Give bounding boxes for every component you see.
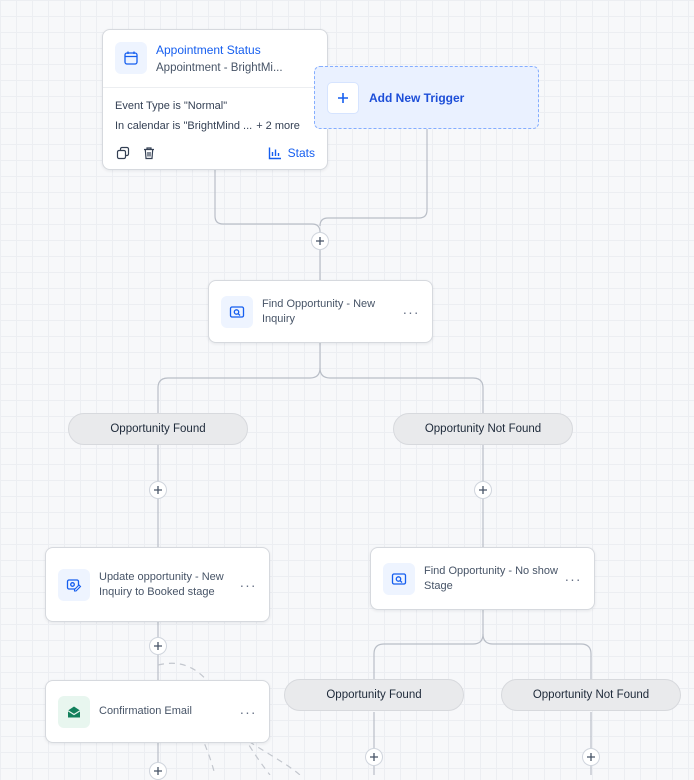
more-options-icon[interactable]: ··· [402, 303, 420, 320]
bar-chart-icon [268, 147, 281, 160]
add-step-button[interactable] [149, 481, 167, 499]
branch-opportunity-found[interactable]: Opportunity Found [68, 413, 248, 445]
trigger-condition: Event Type is "Normal" [115, 100, 228, 112]
action-label: Find Opportunity - New Inquiry [262, 297, 376, 325]
more-options-icon[interactable]: ··· [239, 576, 257, 593]
trigger-title: Appointment Status [156, 43, 261, 57]
action-label: Update opportunity - New Inquiry to Book… [99, 570, 224, 598]
add-step-button[interactable] [149, 762, 167, 780]
trigger-subtitle: Appointment - BrightMi... [156, 62, 283, 74]
action-label: Find Opportunity - No show Stage [424, 564, 558, 592]
find-opportunity-icon [221, 295, 253, 328]
update-opportunity-icon [58, 568, 90, 601]
more-conditions-link[interactable]: + 2 more [256, 120, 300, 132]
branch-opportunity-not-found[interactable]: Opportunity Not Found [393, 413, 573, 445]
stats-button[interactable]: Stats [268, 146, 315, 160]
calendar-icon [115, 42, 147, 74]
branch-opportunity-found[interactable]: Opportunity Found [284, 679, 464, 711]
plus-icon [316, 237, 324, 245]
branch-opportunity-not-found[interactable]: Opportunity Not Found [501, 679, 681, 711]
add-step-button[interactable] [582, 748, 600, 766]
add-step-button[interactable] [474, 481, 492, 499]
more-options-icon[interactable]: ··· [564, 570, 582, 587]
plus-icon [370, 753, 378, 761]
more-options-icon[interactable]: ··· [239, 703, 257, 720]
stats-label: Stats [287, 146, 315, 160]
add-new-trigger-label: Add New Trigger [369, 90, 465, 105]
plus-icon [154, 767, 162, 775]
add-step-button[interactable] [311, 232, 329, 250]
add-step-button[interactable] [149, 637, 167, 655]
plus-icon [479, 486, 487, 494]
plus-icon [327, 81, 359, 114]
action-find-opportunity-no-show[interactable]: Find Opportunity - No show Stage ··· [370, 547, 595, 610]
find-opportunity-icon [383, 562, 415, 595]
trigger-condition: In calendar is "BrightMind ... [115, 120, 253, 132]
action-update-opportunity[interactable]: Update opportunity - New Inquiry to Book… [45, 547, 270, 622]
plus-icon [154, 486, 162, 494]
email-icon [58, 695, 90, 728]
action-confirmation-email[interactable]: Confirmation Email ··· [45, 680, 270, 743]
add-new-trigger-button[interactable]: Add New Trigger [314, 66, 539, 129]
trash-icon[interactable] [141, 145, 157, 161]
trigger-card-appointment-status[interactable]: Appointment Status Appointment - BrightM… [102, 29, 328, 170]
copy-icon[interactable] [115, 145, 131, 161]
action-find-opportunity-new-inquiry[interactable]: Find Opportunity - New Inquiry ··· [208, 280, 433, 343]
plus-icon [154, 642, 162, 650]
plus-icon [587, 753, 595, 761]
add-step-button[interactable] [365, 748, 383, 766]
action-label: Confirmation Email [99, 705, 192, 717]
